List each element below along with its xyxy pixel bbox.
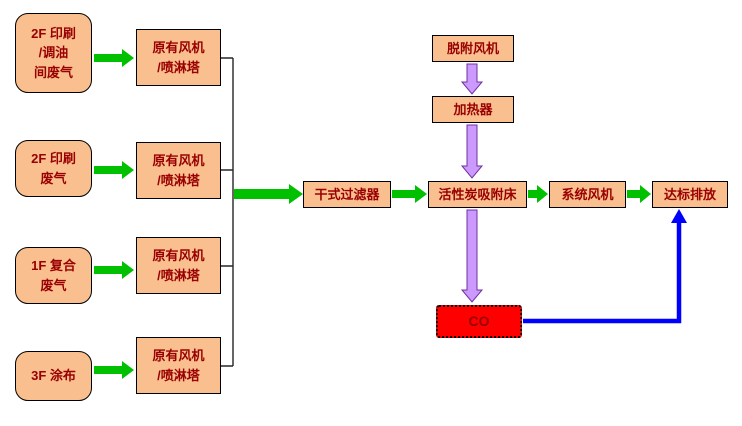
pink-arrow-carbon-bed-to-co (460, 209, 484, 303)
fan-tower-label: 原有风机 /喷淋塔 (152, 248, 205, 283)
green-arrow-system-fan-to-discharge (627, 185, 651, 203)
fan-tower-label: 原有风机 /喷淋塔 (152, 348, 205, 383)
source-box-label: 1F 复合 废气 (31, 258, 76, 293)
source-box-2f-printing-oil: 2F 印刷 /调油 间废气 (15, 13, 92, 93)
source-box-label: 3F 涂布 (31, 368, 76, 384)
green-arrow-source2-to-fan2 (94, 161, 134, 179)
system-fan-box: 系统风机 (549, 181, 626, 208)
green-arrow-source3-to-fan3 (94, 261, 134, 279)
co-unit-box: CO (436, 305, 522, 338)
source-box-label: 2F 印刷 /调油 间废气 (31, 25, 76, 80)
green-arrow-source4-to-fan4 (94, 361, 134, 379)
dry-filter-box: 干式过滤器 (303, 181, 391, 208)
discharge-box: 达标排放 (652, 181, 728, 208)
carbon-bed-label: 活性炭吸附床 (438, 186, 517, 202)
heater-label: 加热器 (453, 101, 493, 117)
fan-tower-box-1: 原有风机 /喷淋塔 (136, 29, 221, 86)
carbon-bed-box: 活性炭吸附床 (428, 181, 527, 208)
pink-arrow-heater-to-carbon-bed (460, 124, 484, 179)
green-arrow-dry-filter-to-carbon-bed (392, 185, 427, 203)
green-arrow-source1-to-fan1 (94, 49, 134, 67)
source-box-label: 2F 印刷 废气 (31, 151, 76, 186)
blue-line-co-to-discharge (523, 222, 682, 324)
source-box-2f-printing: 2F 印刷 废气 (15, 140, 92, 197)
desorption-fan-label: 脱附风机 (446, 40, 499, 56)
green-arrow-carbon-bed-to-system-fan (528, 185, 548, 203)
dry-filter-label: 干式过滤器 (314, 186, 380, 202)
blue-arrowhead (671, 209, 687, 223)
system-fan-label: 系统风机 (561, 186, 614, 202)
heater-box: 加热器 (432, 96, 514, 123)
merge-bracket-line (221, 57, 234, 367)
fan-tower-label: 原有风机 /喷淋塔 (152, 153, 205, 188)
source-box-3f-coating: 3F 涂布 (15, 351, 92, 401)
fan-tower-box-2: 原有风机 /喷淋塔 (136, 142, 221, 199)
fan-tower-box-3: 原有风机 /喷淋塔 (136, 237, 221, 294)
green-arrow-merge-to-dry-filter (234, 184, 303, 204)
co-unit-label: CO (468, 313, 490, 329)
fan-tower-label: 原有风机 /喷淋塔 (152, 40, 205, 75)
discharge-label: 达标排放 (663, 186, 716, 202)
source-box-1f-laminating: 1F 复合 废气 (15, 247, 92, 304)
fan-tower-box-4: 原有风机 /喷淋塔 (136, 337, 221, 394)
pink-arrow-desorption-fan-to-heater (460, 63, 484, 95)
desorption-fan-box: 脱附风机 (432, 35, 514, 62)
